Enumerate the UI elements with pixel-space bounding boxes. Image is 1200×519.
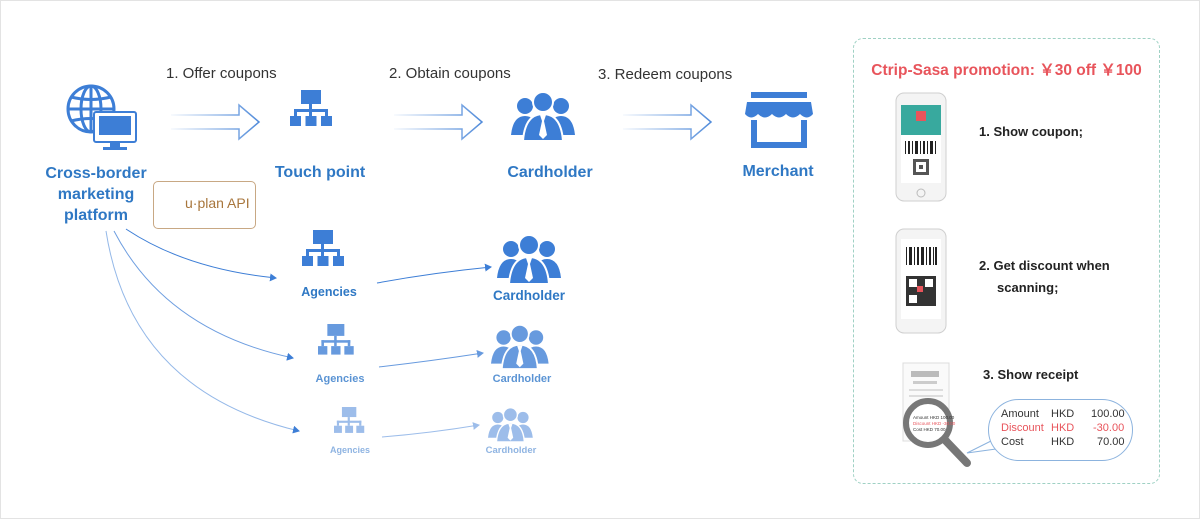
bubble-tail: [966, 440, 997, 454]
platform-label: Cross-border marketing platform: [31, 163, 161, 226]
magnifier-icon: Amount HKD 100.00 Discount HKD -30.00 Co…: [903, 398, 971, 467]
phone-scan-icon: [895, 228, 947, 334]
platform-label-line2: marketing: [57, 186, 135, 203]
promotion-panel: Ctrip-Sasa promotion: ￥30 off ￥100: [853, 38, 1160, 484]
promotion-title: Ctrip-Sasa promotion: ￥30 off ￥100: [871, 62, 1142, 79]
arrow-offer: [171, 103, 261, 141]
promo-step2-line1: 2. Get discount when: [979, 258, 1110, 273]
phone-coupon-icon: [895, 92, 947, 202]
merchant-label: Merchant: [742, 163, 814, 180]
agency-icon-1: [302, 230, 344, 266]
agency-label-2: Agencies: [315, 373, 365, 385]
receipt-bubble: Amount HKD 100.00 Discount HKD -30.00 Co…: [988, 399, 1133, 461]
touch-point-icon: [290, 90, 332, 126]
agency-label-1: Agencies: [301, 285, 357, 299]
step-obtain-label: 2. Obtain coupons: [389, 65, 511, 82]
row1-connector: [376, 263, 492, 284]
receipt-amount-value: 100.00: [1091, 408, 1125, 420]
row2-connector: [378, 349, 484, 368]
step-offer-label: 1. Offer coupons: [166, 65, 277, 82]
cardholder-icon-small-1: [496, 234, 562, 285]
arrow-obtain: [394, 103, 484, 141]
agency-icon-3: [334, 407, 365, 433]
agency-cardholder-label-2: Cardholder: [492, 373, 552, 385]
agency-label-3: Agencies: [329, 445, 371, 455]
receipt-amount-currency: HKD: [1051, 408, 1075, 420]
row3-connector: [381, 422, 480, 438]
promo-step3: 3. Show receipt: [983, 367, 1079, 382]
receipt-discount-value: -30.00: [1093, 422, 1125, 434]
svg-text:Discount HKD -30.00: Discount HKD -30.00: [913, 421, 956, 426]
cardholder-icon-small-3: [487, 407, 534, 443]
receipt-cost-currency: HKD: [1051, 436, 1075, 448]
receipt-discount-currency: HKD: [1051, 422, 1075, 434]
platform-label-line3: platform: [64, 207, 128, 224]
cardholder-icon-small-2: [490, 323, 550, 370]
cardholder-icon: [510, 91, 576, 142]
receipt-cost-value: 70.00: [1097, 436, 1125, 448]
touch-point-label: Touch point: [274, 164, 366, 181]
curve-to-agencies-2: [113, 230, 294, 361]
curve-to-agencies-3: [105, 230, 300, 434]
receipt-discount-label: Discount: [1001, 422, 1044, 434]
agency-icon-2: [318, 324, 354, 355]
agency-cardholder-label-3: Cardholder: [485, 445, 537, 456]
uplan-api-label: u·plan API: [185, 195, 250, 211]
cardholder-label: Cardholder: [507, 164, 593, 181]
svg-text:Cost HKD 70.00: Cost HKD 70.00: [913, 427, 946, 432]
svg-text:Amount HKD 100.00: Amount HKD 100.00: [913, 415, 955, 420]
monitor-icon: [93, 111, 137, 150]
promo-step2-line2: scanning;: [997, 280, 1059, 295]
step-redeem-label: 3. Redeem coupons: [598, 66, 733, 83]
platform-label-line1: Cross-border: [45, 165, 147, 182]
receipt-cost-label: Cost: [1001, 436, 1024, 448]
promo-step1: 1. Show coupon;: [979, 124, 1083, 139]
agency-cardholder-label-1: Cardholder: [492, 288, 565, 303]
uplan-api-badge: u·plan API: [153, 181, 256, 229]
arrow-redeem: [623, 103, 713, 141]
store-icon: [745, 92, 813, 148]
receipt-amount-label: Amount: [1001, 408, 1039, 420]
curve-to-agencies-1: [125, 228, 277, 282]
